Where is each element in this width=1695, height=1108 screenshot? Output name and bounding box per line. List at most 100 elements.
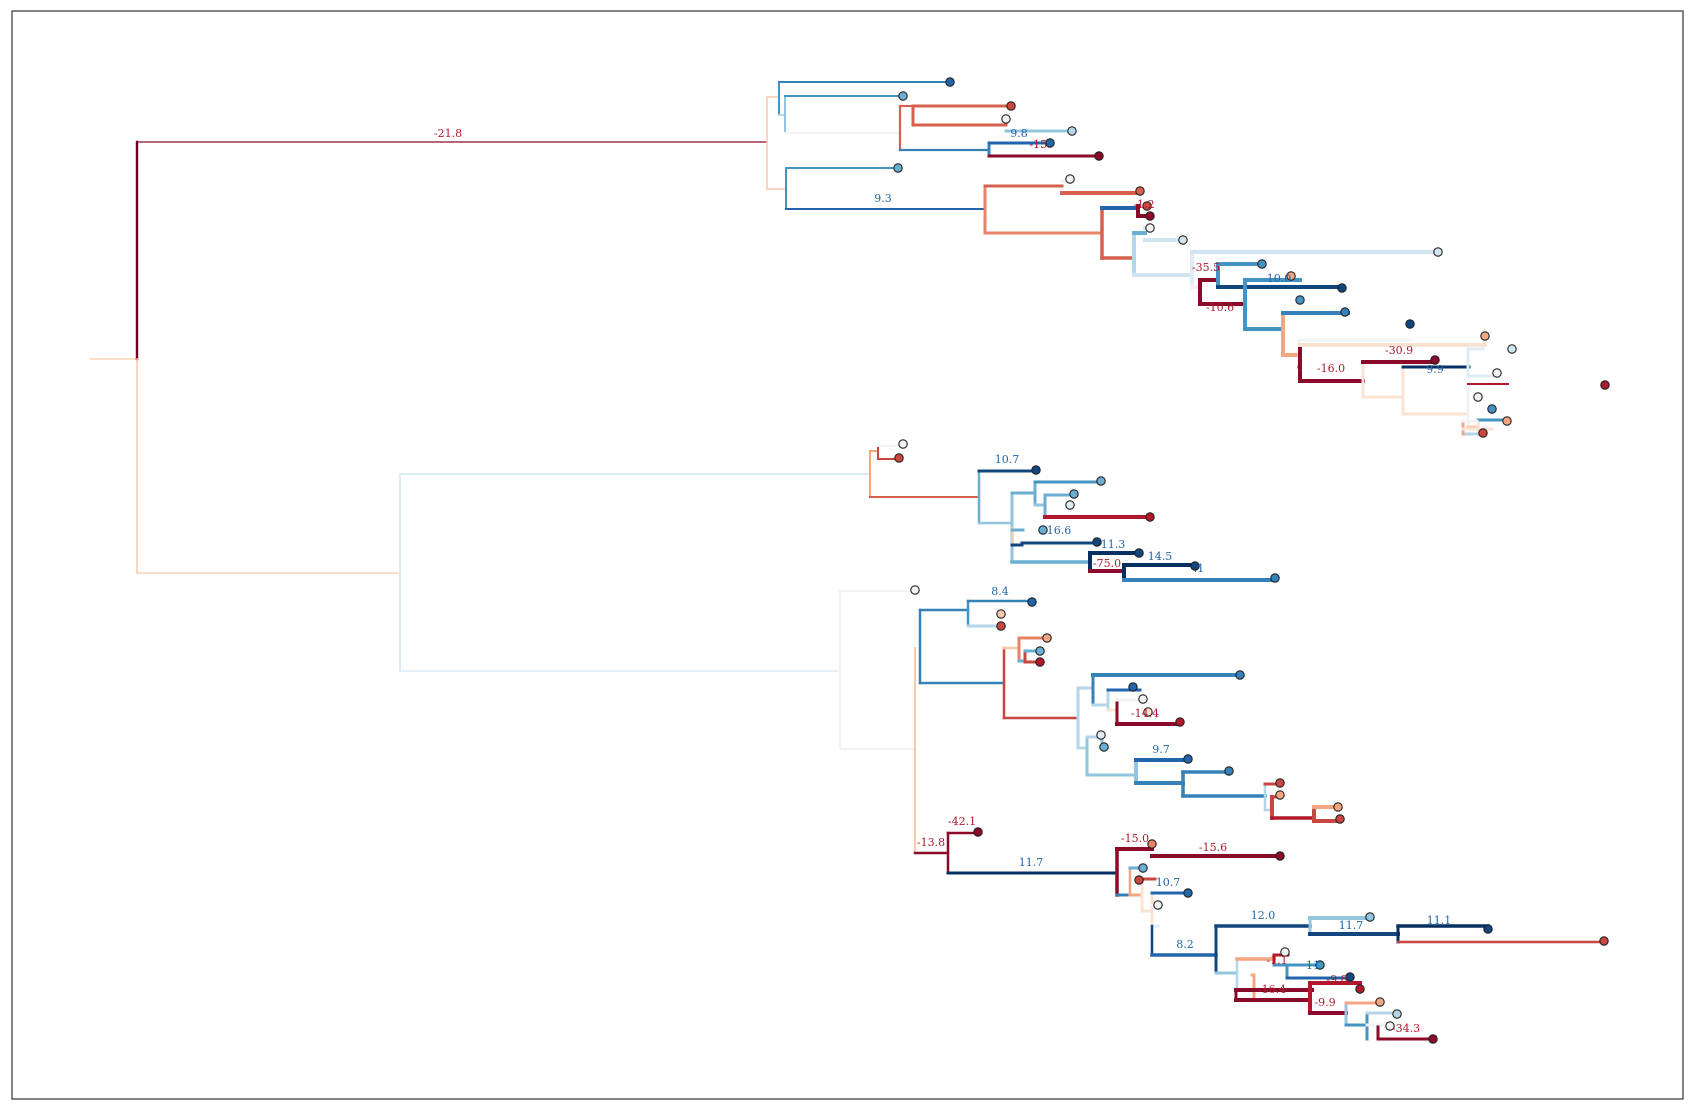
tip-node — [1392, 1009, 1402, 1019]
tip-node — [1138, 694, 1148, 704]
tip-node — [1600, 380, 1610, 390]
branch-label: -13.8 — [917, 836, 945, 849]
tip-node — [1275, 790, 1285, 800]
tip-node — [1502, 416, 1512, 426]
branch-label: 8.4 — [991, 585, 1009, 598]
branch-label: .1 — [1194, 562, 1205, 575]
branch-label: 16.6 — [1047, 524, 1072, 537]
branch-label: -34.3 — [1392, 1022, 1420, 1035]
branch-label: -30.9 — [1385, 344, 1413, 357]
tip-node — [1295, 295, 1305, 305]
tip-node — [1480, 331, 1490, 341]
branch-label: 11.7 — [1019, 856, 1044, 869]
tip-node — [1333, 802, 1343, 812]
branch-label: 8.2 — [1176, 938, 1194, 951]
tip-node — [1355, 984, 1365, 994]
tip-node — [1069, 489, 1079, 499]
tip-node — [1065, 500, 1075, 510]
tip-node — [1153, 900, 1163, 910]
tip-node — [1190, 561, 1200, 571]
branch-label: 11 — [1306, 959, 1320, 972]
tip-node — [1235, 670, 1245, 680]
branch-label: 10.0 — [1267, 272, 1292, 285]
tip-node — [1286, 271, 1296, 281]
branch-label: -14.4 — [1131, 707, 1159, 720]
tip-node — [1006, 101, 1016, 111]
tip-node — [893, 163, 903, 173]
tip-node — [1178, 235, 1188, 245]
plot-frame — [11, 10, 1684, 1100]
tip-node — [1478, 428, 1488, 438]
tip-node — [894, 453, 904, 463]
tip-node — [1183, 754, 1193, 764]
branch-label: 12.0 — [1251, 909, 1276, 922]
tip-node — [1487, 404, 1497, 414]
tip-node — [1365, 912, 1375, 922]
tip-node — [1042, 633, 1052, 643]
tip-node — [1492, 368, 1502, 378]
tip-node — [1430, 355, 1440, 365]
tip-node — [1065, 174, 1075, 184]
tip-node — [1385, 1021, 1395, 1031]
branch-label: -9.8 — [1326, 973, 1347, 986]
branch-label: -15.6 — [1199, 841, 1227, 854]
tip-node — [898, 91, 908, 101]
tip-node — [1145, 512, 1155, 522]
branch-label: 9.3 — [874, 192, 892, 205]
tip-node — [1092, 537, 1102, 547]
branch-label: 9.7 — [1152, 743, 1170, 756]
branch-label: -1.1 — [1266, 954, 1287, 967]
tip-node — [1280, 947, 1290, 957]
tip-node — [1375, 997, 1385, 1007]
branch-label: 9.8 — [1010, 127, 1028, 140]
tip-node — [898, 439, 908, 449]
tip-node — [1183, 888, 1193, 898]
tip-node — [945, 77, 955, 87]
branch-label: -9.9 — [1314, 996, 1335, 1009]
branch-label: 11.1 — [1427, 914, 1452, 927]
branch-label: -10.6 — [1206, 301, 1234, 314]
tip-node — [1142, 201, 1152, 211]
tip-node — [1175, 717, 1185, 727]
branch-label: -16.4 — [1258, 983, 1286, 996]
tip-node — [1031, 465, 1041, 475]
tip-node — [1045, 138, 1055, 148]
tip-node — [1128, 682, 1138, 692]
tip-node — [1096, 730, 1106, 740]
tip-node — [1337, 283, 1347, 293]
tip-node — [1135, 186, 1145, 196]
branch-label: 14.5 — [1148, 550, 1173, 563]
tip-node — [1507, 344, 1517, 354]
tip-node — [1134, 548, 1144, 558]
tip-node — [1096, 476, 1106, 486]
branch-label: 10.7 — [995, 453, 1020, 466]
tip-node — [1145, 211, 1155, 221]
tip-node — [1001, 114, 1011, 124]
tip-node — [1224, 766, 1234, 776]
tip-node — [1335, 814, 1345, 824]
branch-label: -15.0 — [1121, 832, 1149, 845]
tip-node — [1345, 972, 1355, 982]
tip-node — [1433, 247, 1443, 257]
branch-label: -16.0 — [1317, 362, 1345, 375]
tip-node — [1099, 742, 1109, 752]
branch-labels: -21.8 9.3 9.8 -15. -1.2 -35.5 10.0 -10.6… — [434, 127, 1451, 1035]
branch-label: 11.7 — [1339, 919, 1364, 932]
branch-label: -15. — [1029, 138, 1050, 151]
tip-node — [1027, 597, 1037, 607]
branch-label: -75.0 — [1093, 557, 1121, 570]
tip-node — [1428, 1034, 1438, 1044]
tip-node — [1147, 839, 1157, 849]
tip-node — [1275, 778, 1285, 788]
tip-node — [996, 621, 1006, 631]
branch-label: 9.9 — [1426, 363, 1444, 376]
tip-node — [1473, 392, 1483, 402]
tip-node — [996, 609, 1006, 619]
tip-node — [1315, 960, 1325, 970]
tip-node — [1599, 936, 1609, 946]
branch-label: 10.7 — [1156, 876, 1181, 889]
tip-node — [1257, 259, 1267, 269]
tip-node — [1035, 657, 1045, 667]
tip-node — [1067, 126, 1077, 136]
